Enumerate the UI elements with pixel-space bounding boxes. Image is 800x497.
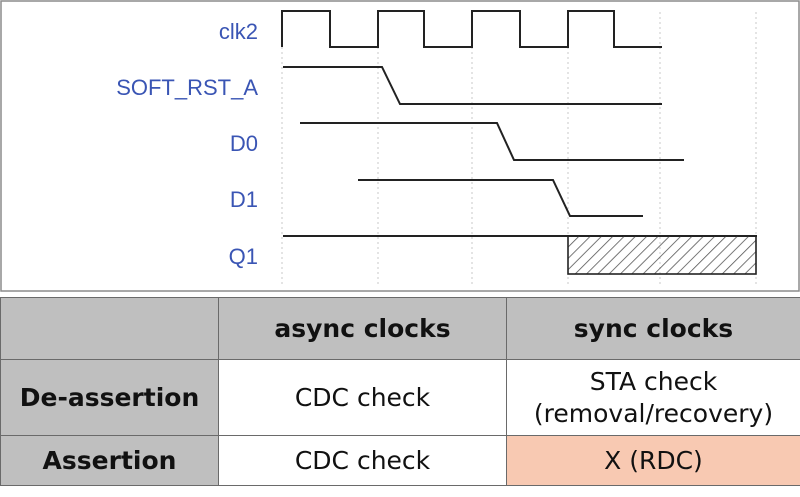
cell-de-assertion-async: CDC check [218, 359, 507, 436]
signal-label-d0: D0 [230, 131, 258, 156]
signal-label-d1: D1 [230, 187, 258, 212]
waveform-d1 [358, 179, 643, 217]
clock-check-table: async clocks sync clocks De-assertion CD… [0, 297, 800, 486]
header-sync-clocks: sync clocks [506, 297, 800, 360]
q1-metastable-region [567, 235, 757, 275]
header-async-clocks: async clocks [218, 297, 507, 360]
row-label-assertion: Assertion [0, 435, 219, 486]
table-corner-cell [0, 297, 219, 360]
signal-label-q1: Q1 [229, 244, 258, 269]
cell-assertion-async: CDC check [218, 435, 507, 486]
timing-diagram-border [0, 0, 800, 292]
timing-diagram: clk2 SOFT_RST_A D0 D1 Q1 [0, 0, 800, 292]
waveform-soft-rst-a [283, 66, 662, 105]
waveform-d0 [300, 122, 684, 161]
row-label-de-assertion: De-assertion [0, 359, 219, 436]
signal-label-clk2: clk2 [219, 19, 258, 44]
signal-label-soft-rst-a: SOFT_RST_A [116, 75, 258, 100]
waveform-clk2 [281, 10, 662, 48]
cell-de-assertion-sync: STA check (removal/recovery) [506, 359, 800, 436]
cell-assertion-sync: X (RDC) [506, 435, 800, 486]
